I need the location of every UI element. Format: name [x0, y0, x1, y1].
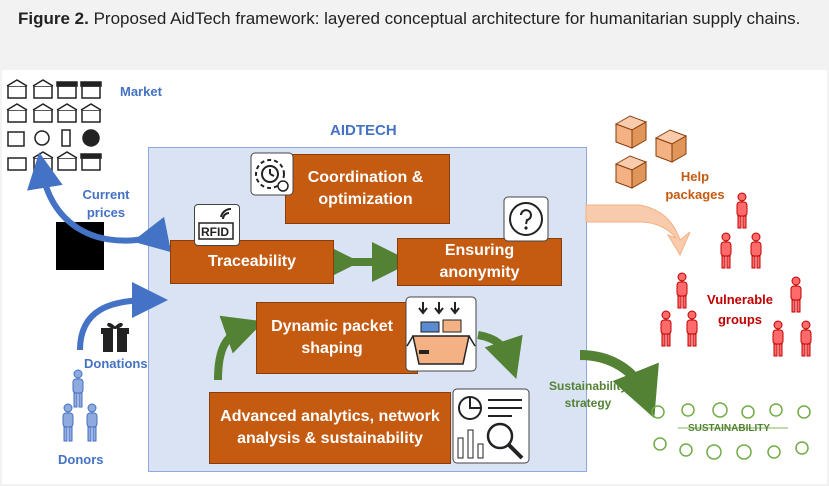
sustainability-strategy-label: Sustainability strategy	[548, 379, 628, 410]
package-box-icon	[405, 296, 477, 372]
sustainability-icons	[651, 402, 811, 460]
help-packages-arrow	[585, 204, 691, 257]
to-packet-arrow	[214, 315, 264, 381]
help-packages-label: Help packages	[665, 169, 725, 202]
donor-people-icon	[62, 369, 98, 442]
figure-caption: Figure 2. Proposed AidTech framework: la…	[18, 6, 818, 32]
donors-label: Donors	[58, 452, 104, 467]
anonymity-label: Ensuring anonymity	[439, 242, 520, 281]
gear-clock-icon	[250, 152, 294, 196]
gift-icon	[101, 322, 129, 352]
vulnerable-people-icon	[660, 192, 812, 357]
to-analytics-arrow	[477, 331, 523, 379]
figure-caption-text: Proposed AidTech framework: layered conc…	[88, 9, 801, 28]
donations-arrow	[77, 282, 168, 351]
analytics-box: Advanced analytics, network analysis & s…	[209, 392, 451, 464]
sustainability-banner: SUSTAINABILITY	[688, 423, 771, 434]
aidtech-title: AIDTECH	[330, 122, 397, 139]
current-prices-arrow	[27, 152, 172, 253]
analytics-magnifier-icon	[452, 388, 530, 464]
analytics-label: Advanced analytics, network analysis & s…	[220, 408, 440, 447]
sustainability-arrow	[579, 350, 659, 419]
coordination-label: Coordination & optimization	[307, 169, 424, 208]
market-label: Market	[120, 84, 162, 99]
packet-shaping-box: Dynamic packet shaping	[256, 302, 418, 374]
traceability-box: Traceability	[170, 240, 334, 284]
help-packages-icon	[614, 115, 688, 189]
packet-shaping-label: Dynamic packet shaping	[271, 318, 393, 357]
anonymous-person-icon	[503, 196, 549, 242]
anonymity-box: Ensuring anonymity	[397, 238, 562, 286]
rfid-label: RFID	[201, 225, 229, 239]
coordination-box: Coordination & optimization	[285, 154, 450, 224]
vulnerable-groups-label: Vulnerable groups	[707, 292, 773, 327]
traceability-label: Traceability	[207, 253, 297, 270]
rfid-icon: RFID	[194, 204, 240, 246]
donations-label: Donations	[84, 356, 148, 371]
figure-label: Figure 2.	[18, 9, 89, 28]
